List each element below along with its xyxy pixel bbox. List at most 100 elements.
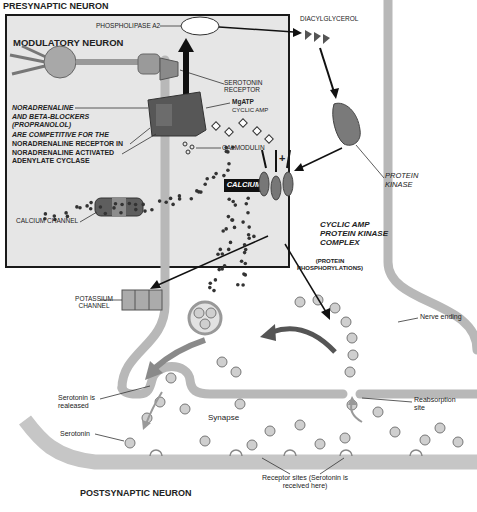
- serotonin-molecule: [390, 427, 400, 437]
- calcium-ion: [226, 169, 230, 173]
- cyclic-amp-molecules: [212, 119, 273, 143]
- calcium-ion: [220, 267, 224, 271]
- channel-pore: [112, 198, 126, 216]
- pathway-arrow: [320, 48, 334, 92]
- protein-kinase-complex: [259, 172, 293, 200]
- serotonin-molecule: [206, 308, 216, 318]
- dendrite: [12, 66, 45, 74]
- complex-subunit: [259, 172, 269, 196]
- serotonin-molecule: [235, 399, 245, 409]
- label-text: NORADRENALINE RECEPTOR IN: [12, 140, 147, 148]
- serotonin-molecule: [200, 436, 210, 446]
- leader-line: [262, 458, 290, 474]
- calcium-ion: [241, 283, 245, 287]
- calcium-channel: [95, 198, 143, 216]
- calcium-ion: [236, 283, 240, 287]
- channel-stripe: [149, 290, 150, 310]
- calcium-ion: [120, 203, 124, 207]
- leader-line: [95, 434, 124, 441]
- serotonin-molecule: [295, 420, 305, 430]
- calcium-ion: [119, 211, 123, 215]
- calcium-ion: [247, 237, 251, 241]
- serotonin-molecule: [453, 437, 463, 447]
- label-text: PROTEIN KINASE: [385, 172, 437, 189]
- calcium-ion: [205, 177, 209, 181]
- calcium-ion: [104, 212, 108, 216]
- arrow-head: [348, 396, 357, 405]
- calcium-ion: [222, 174, 226, 178]
- calcium-ion: [169, 197, 173, 201]
- calcium-ion: [221, 229, 225, 233]
- calcium-ion: [171, 203, 175, 207]
- leader-line: [206, 103, 230, 108]
- label-text: Serotonin is realeased: [58, 394, 116, 410]
- diacylglycerol-molecules: [305, 30, 330, 44]
- calmodulin-dot: [183, 142, 187, 146]
- calcium-ion: [64, 211, 68, 215]
- serotonin-molecule: [265, 426, 275, 436]
- receptor-site: [230, 450, 242, 456]
- label-text: NORADRENALINE: [12, 104, 102, 112]
- label-text: Nerve ending: [420, 313, 477, 321]
- dendrite: [10, 55, 45, 62]
- calcium-ion: [89, 207, 93, 211]
- camp-molecule: [239, 119, 247, 127]
- calcium-ion: [243, 251, 247, 255]
- serotonin-molecule: [315, 439, 325, 449]
- arrow-head: [293, 28, 302, 37]
- receptor-site: [340, 450, 352, 456]
- calcium-ion: [212, 289, 216, 293]
- release-arrow: [155, 340, 205, 368]
- vesicle-contents: [194, 308, 216, 329]
- label-text: Receptor sites (Serotonin is received he…: [250, 474, 360, 490]
- calcium-ion: [164, 200, 168, 204]
- potassium-channel: [122, 290, 162, 310]
- label-text: +: [279, 152, 291, 165]
- serotonin-molecule: [373, 407, 383, 417]
- postsynaptic-membrane: [25, 420, 477, 462]
- calcium-ion: [158, 199, 162, 203]
- arrow-head: [330, 88, 339, 99]
- label-text: CYCLIC AMP: [232, 107, 282, 114]
- label-text: ARE COMPETITIVE FOR THE: [12, 131, 137, 139]
- receptor-site: [284, 450, 296, 456]
- modulatory-neuron-drawing: [10, 17, 384, 222]
- leader-line: [356, 145, 384, 178]
- serotonin-molecule: [200, 319, 210, 329]
- label-text: Synapse: [208, 413, 258, 422]
- camp-molecule: [265, 135, 273, 143]
- calcium-ion: [212, 175, 216, 179]
- label-text: PRESYNAPTIC NEURON: [3, 1, 173, 11]
- label-text: DIACYLGLYCEROL: [300, 15, 390, 22]
- serotonin-molecule: [166, 373, 176, 383]
- calcium-ion: [227, 215, 231, 219]
- calcium-ion: [242, 272, 246, 276]
- calcium-ion: [44, 212, 48, 216]
- calcium-ion: [199, 190, 203, 194]
- calcium-ion: [217, 268, 221, 272]
- calcium-ion: [227, 162, 231, 166]
- calcium-ion: [227, 197, 231, 201]
- activation-arrow: [183, 50, 189, 94]
- serotonin-molecule: [347, 333, 357, 343]
- calcium-ion: [247, 225, 251, 229]
- calcium-ion: [234, 203, 238, 207]
- serotonin-molecule: [231, 367, 241, 377]
- calcium-ion: [230, 218, 234, 222]
- arrow-head: [260, 324, 276, 341]
- calcium-ion: [247, 233, 251, 237]
- calcium-ion: [245, 202, 249, 206]
- calcium-ion: [208, 286, 212, 290]
- node-text: MODULATORY NEURON: [13, 38, 163, 49]
- serotonin-molecule: [435, 423, 445, 433]
- calcium-ion: [150, 208, 154, 212]
- label-text: Reabsorption site: [414, 396, 464, 412]
- triangle-molecule: [305, 30, 312, 40]
- calcium-ion: [195, 189, 199, 193]
- label-text: CALMODULIN: [222, 144, 282, 151]
- calcium-ion: [252, 235, 256, 239]
- leader-line: [75, 108, 148, 109]
- phospholipase-a2: [181, 17, 219, 35]
- serotonin-molecule: [420, 435, 430, 445]
